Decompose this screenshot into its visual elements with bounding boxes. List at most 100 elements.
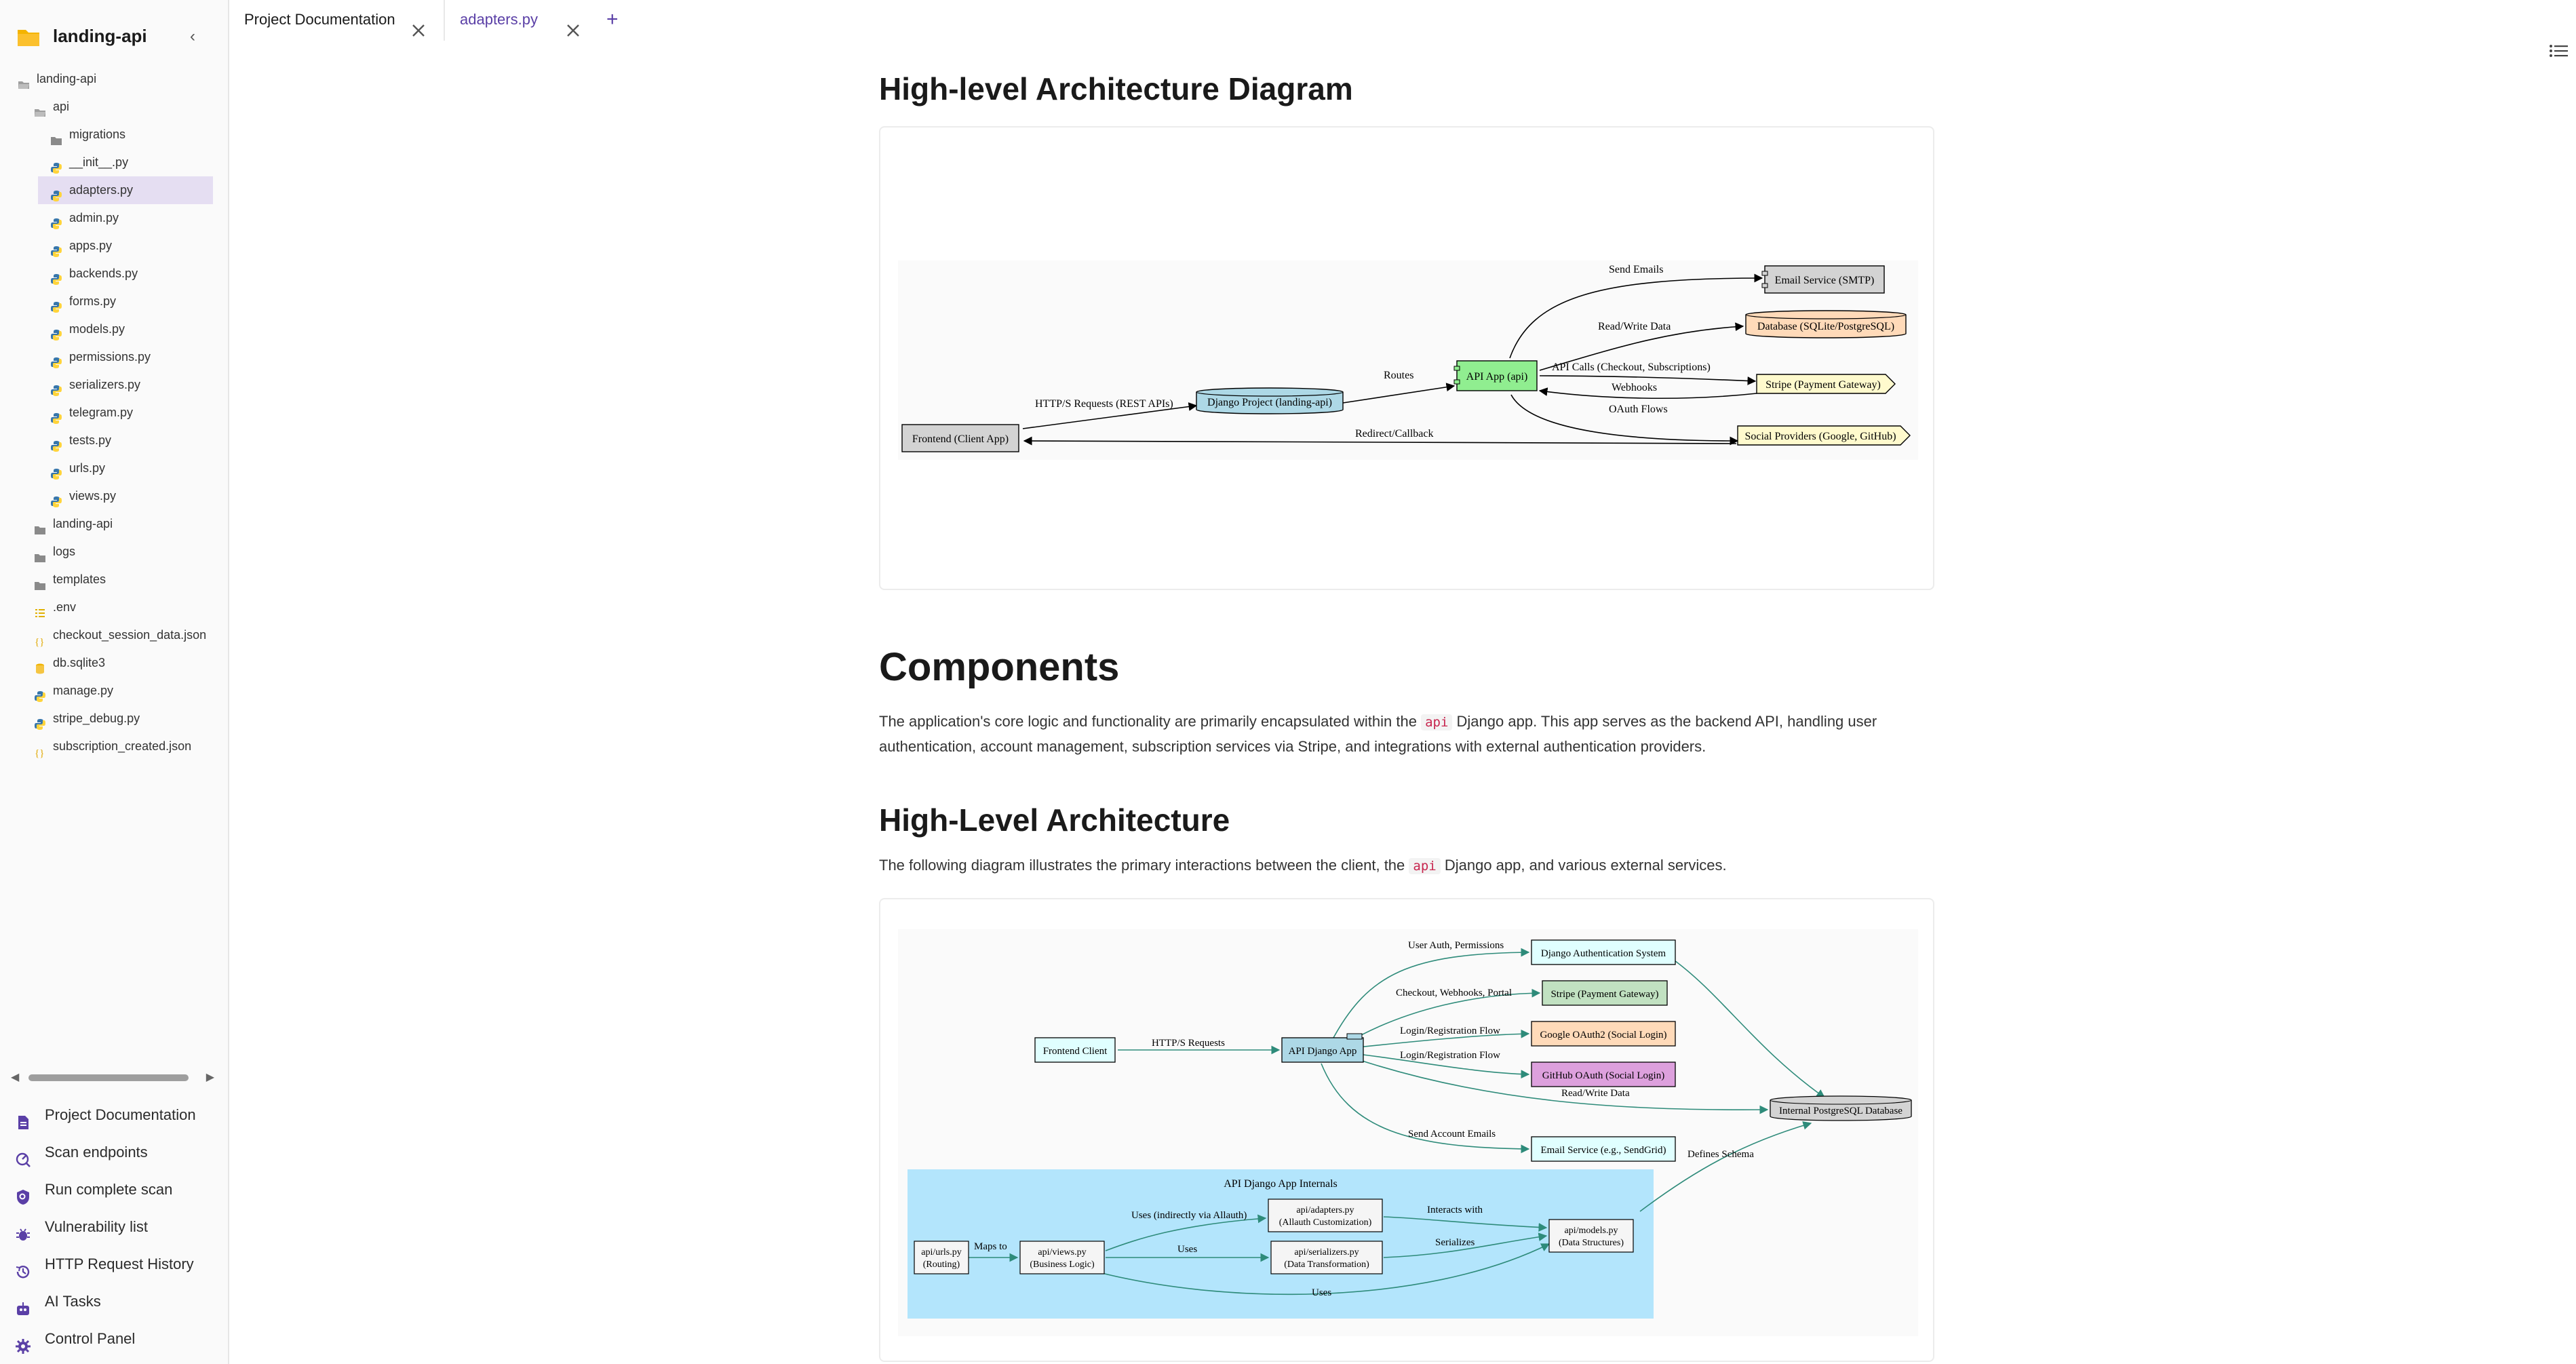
tree-item-label: apps.py xyxy=(69,239,113,252)
document-view: High-level Architecture Diagram xyxy=(231,41,2576,1364)
node-label: (Routing) xyxy=(923,1260,960,1270)
folder-icon xyxy=(34,546,46,562)
add-tab-button[interactable]: + xyxy=(606,8,619,31)
tree-item-label: tests.py xyxy=(69,433,112,447)
nav-item-run-complete-scan[interactable]: Run complete scan xyxy=(0,1171,228,1208)
tab-adapters-py[interactable]: adapters.py + xyxy=(446,0,819,41)
interaction-diagram-card: API Django App Internals xyxy=(879,898,1934,1362)
tree-item-label: db.sqlite3 xyxy=(53,656,106,669)
nav-item-label: Control Panel xyxy=(45,1330,136,1347)
tree-item[interactable]: manage.py xyxy=(0,677,228,705)
tree-item[interactable]: {}checkout_session_data.json xyxy=(0,621,228,649)
node-django xyxy=(1196,387,1344,414)
tree-item[interactable]: stripe_debug.py xyxy=(0,705,228,733)
tree-item-label: forms.py xyxy=(69,294,117,308)
nav-item-label: Vulnerability list xyxy=(45,1218,149,1235)
tree-item-label: views.py xyxy=(69,489,117,503)
scroll-left-icon[interactable]: ◀ xyxy=(11,1072,20,1083)
node-frontend xyxy=(901,424,1019,452)
edge-userauth xyxy=(1333,948,1530,1038)
edge-defines xyxy=(1639,1121,1812,1212)
python-file-icon xyxy=(50,490,62,507)
sidebar-horizontal-scrollbar[interactable]: ◀ ▶ xyxy=(11,1070,214,1084)
tree-item-label: __init__.py xyxy=(69,155,129,169)
tree-item[interactable]: migrations xyxy=(0,121,228,149)
python-file-icon xyxy=(50,351,62,368)
edge-checkout xyxy=(1350,988,1541,1041)
edge-label: Uses (indirectly via Allauth) xyxy=(1131,1210,1247,1221)
tree-item[interactable]: urls.py xyxy=(0,454,228,482)
document-icon xyxy=(15,1107,31,1129)
tree-item-label: adapters.py xyxy=(69,183,134,197)
tree-item[interactable]: logs xyxy=(0,538,228,566)
tree-item-label: templates xyxy=(53,572,106,586)
edge-label: User Auth, Permissions xyxy=(1408,940,1504,951)
node-label: Social Providers (Google, GitHub) xyxy=(1744,431,1896,442)
folder-open-icon xyxy=(18,73,30,89)
history-icon xyxy=(15,1256,31,1279)
tree-item[interactable]: tests.py xyxy=(0,427,228,454)
edge-redirect xyxy=(1023,436,1737,446)
components-paragraph: The application's core logic and functio… xyxy=(879,709,1937,759)
tree-item[interactable]: templates xyxy=(0,566,228,593)
close-icon[interactable] xyxy=(411,14,426,37)
node-label: (Data Structures) xyxy=(1559,1238,1624,1248)
tree-item[interactable]: models.py xyxy=(0,315,228,343)
node-email xyxy=(1764,265,1885,294)
nav-item-control-panel[interactable]: Control Panel xyxy=(0,1320,228,1357)
svg-text:{}: {} xyxy=(35,748,44,758)
node-serializers xyxy=(1270,1241,1383,1274)
tree-item-label: models.py xyxy=(69,322,125,336)
tree-item-label: urls.py xyxy=(69,461,106,475)
tree-item-label: backends.py xyxy=(69,267,138,280)
scroll-right-icon[interactable]: ▶ xyxy=(206,1072,214,1083)
nav-item-vulnerability-list[interactable]: Vulnerability list xyxy=(0,1208,228,1245)
tree-item[interactable]: db.sqlite3 xyxy=(0,649,228,677)
tree-item-label: serializers.py xyxy=(69,378,141,391)
json-file-icon: {} xyxy=(34,741,46,759)
tree-item-label: telegram.py xyxy=(69,406,134,419)
node-label: api/adapters.py xyxy=(1296,1205,1354,1215)
tree-item[interactable]: .env xyxy=(0,593,228,621)
tree-item[interactable]: landing-api xyxy=(0,65,228,93)
edge-label: OAuth Flows xyxy=(1609,404,1668,415)
edge-api-calls xyxy=(1539,375,1757,385)
edge-label: Defines Schema xyxy=(1687,1149,1754,1160)
edge-label: HTTP/S Requests (REST APIs) xyxy=(1035,398,1173,410)
tree-item[interactable]: telegram.py xyxy=(0,399,228,427)
tree-item[interactable]: admin.py xyxy=(0,204,228,232)
tree-item[interactable]: permissions.py xyxy=(0,343,228,371)
node-api xyxy=(1456,360,1538,391)
node-label: api/views.py xyxy=(1038,1247,1086,1258)
table-of-contents-icon[interactable] xyxy=(2549,43,2569,62)
tab-project-documentation[interactable]: Project Documentation xyxy=(231,0,445,41)
nav-item-ai-tasks[interactable]: AI Tasks xyxy=(0,1283,228,1320)
nav-item-scan-endpoints[interactable]: Scan endpoints xyxy=(0,1133,228,1171)
tree-item[interactable]: serializers.py xyxy=(0,371,228,399)
nav-item-label: Scan endpoints xyxy=(45,1144,148,1161)
edge-login1 xyxy=(1357,1029,1530,1048)
edge-label: HTTP/S Requests xyxy=(1152,1038,1225,1049)
collapse-sidebar-icon[interactable]: ‹ xyxy=(190,27,195,45)
tree-item[interactable]: forms.py xyxy=(0,288,228,315)
tree-item[interactable]: backends.py xyxy=(0,260,228,288)
database-file-icon xyxy=(34,657,46,674)
tree-item[interactable]: landing-api xyxy=(0,510,228,538)
tree-item[interactable]: api xyxy=(0,93,228,121)
tree-item[interactable]: adapters.py xyxy=(38,176,213,204)
tree-item[interactable]: __init__.py xyxy=(0,149,228,176)
node-label: api/models.py xyxy=(1565,1226,1618,1236)
nav-item-http-request-history[interactable]: HTTP Request History xyxy=(0,1245,228,1283)
tree-item[interactable]: apps.py xyxy=(0,232,228,260)
nav-item-project-documentation[interactable]: Project Documentation xyxy=(0,1096,228,1133)
tree-item[interactable]: views.py xyxy=(0,482,228,510)
sidebar-header: landing-api ‹ xyxy=(0,0,228,76)
tree-item[interactable]: {}subscription_created.json xyxy=(0,733,228,760)
python-file-icon xyxy=(50,324,62,340)
tree-item-label: landing-api xyxy=(53,517,113,530)
node-label: (Business Logic) xyxy=(1030,1260,1095,1270)
close-icon[interactable] xyxy=(566,14,581,37)
scrollbar-thumb[interactable] xyxy=(28,1074,189,1081)
edge-label: Interacts with xyxy=(1427,1205,1483,1215)
